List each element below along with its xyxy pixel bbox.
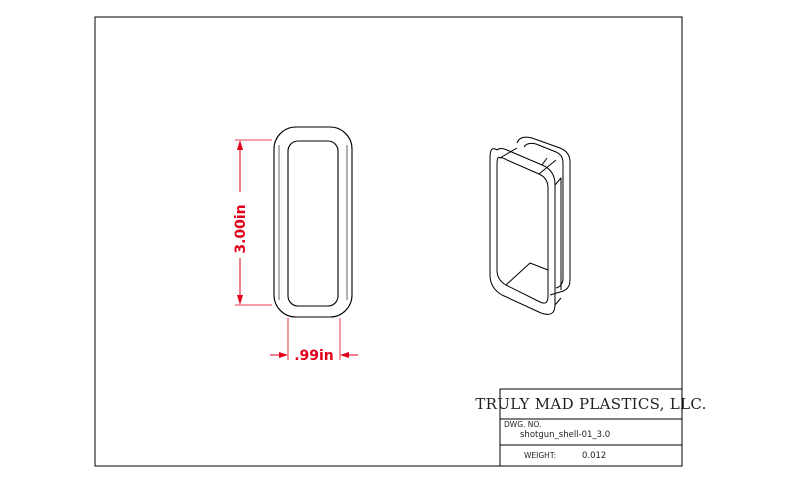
weight-label: WEIGHT: xyxy=(524,451,556,460)
height-arrow-bottom xyxy=(237,295,243,305)
iso-inner-depth-lines xyxy=(499,147,557,286)
iso-back-rim-outer xyxy=(516,136,571,296)
height-dimension-label: 3.00in xyxy=(233,204,249,253)
height-dimension xyxy=(235,139,272,306)
width-dimension-label: .99in xyxy=(294,348,334,364)
iso-back-rim-inner xyxy=(523,142,564,289)
front-view-outer-outline xyxy=(273,126,353,318)
dwg-no-value: shotgun_shell-01_3.0 xyxy=(520,430,610,440)
title-block xyxy=(499,388,683,467)
width-arrow-left xyxy=(279,352,288,358)
iso-body-outer xyxy=(489,148,556,315)
width-arrow-right xyxy=(340,352,349,358)
weight-value: 0.012 xyxy=(582,451,606,461)
isometric-view xyxy=(489,136,571,315)
company-name: TRULY MAD PLASTICS, LLC. xyxy=(475,395,706,413)
iso-body-inner xyxy=(496,156,549,304)
dwg-no-label: DWG. NO. xyxy=(504,420,541,429)
iso-lip-lines xyxy=(541,157,562,306)
front-view-side-lines xyxy=(278,145,348,300)
width-dimension xyxy=(270,318,358,360)
sheet-border xyxy=(94,16,683,467)
front-view xyxy=(273,126,353,318)
front-view-inner-outline xyxy=(287,140,339,307)
height-arrow-top xyxy=(237,140,243,150)
title-block-frame xyxy=(499,388,683,467)
